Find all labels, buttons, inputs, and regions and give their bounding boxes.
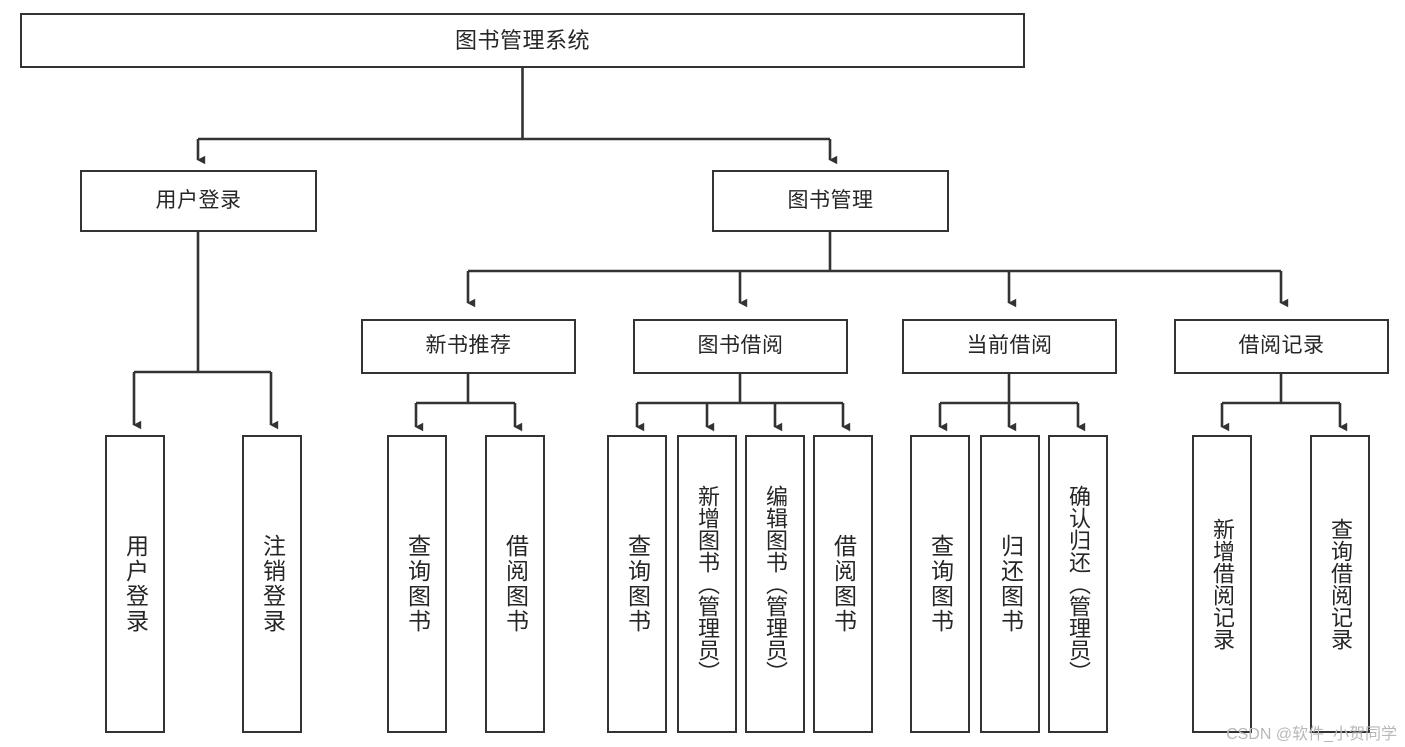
node-book-manage[interactable]: 图书管理	[712, 170, 949, 232]
node-label: 新增借阅记录	[1210, 518, 1235, 650]
node-label: 图书管理	[787, 188, 874, 212]
node-label: 查询图书	[927, 534, 954, 634]
node-label: 查询图书	[624, 534, 651, 634]
node-label: 查询图书	[404, 534, 431, 634]
leaf-query-book-1[interactable]: 查询图书	[387, 435, 447, 733]
node-label: 借阅记录	[1238, 334, 1325, 358]
leaf-query-record[interactable]: 查询借阅记录	[1310, 435, 1370, 733]
leaf-borrow-book-1[interactable]: 借阅图书	[485, 435, 545, 733]
node-label: 确认归还（管理员）	[1066, 485, 1091, 683]
node-root-system[interactable]: 图书管理系统	[20, 13, 1025, 68]
node-label: 图书管理系统	[454, 27, 590, 53]
node-label: 当前借阅	[966, 334, 1053, 358]
node-label: 新书推荐	[425, 334, 512, 358]
leaf-borrow-book-2[interactable]: 借阅图书	[813, 435, 873, 733]
leaf-confirm-return[interactable]: 确认归还（管理员）	[1048, 435, 1108, 733]
leaf-logout-login[interactable]: 注销登录	[242, 435, 302, 733]
leaf-add-book[interactable]: 新增图书（管理员）	[677, 435, 737, 733]
node-label: 图书借阅	[697, 334, 784, 358]
node-label: 查询借阅记录	[1328, 518, 1353, 650]
node-label: 借阅图书	[502, 534, 529, 634]
node-user-login[interactable]: 用户登录	[80, 170, 317, 232]
node-label: 归还图书	[997, 534, 1024, 634]
leaf-return-book[interactable]: 归还图书	[980, 435, 1040, 733]
node-label: 新增图书（管理员）	[695, 485, 720, 683]
leaf-edit-book[interactable]: 编辑图书（管理员）	[745, 435, 805, 733]
csdn-watermark: CSDN @软件_小贺同学	[1226, 726, 1397, 743]
node-label: 编辑图书（管理员）	[763, 485, 788, 683]
leaf-add-record[interactable]: 新增借阅记录	[1192, 435, 1252, 733]
leaf-query-book-3[interactable]: 查询图书	[910, 435, 970, 733]
node-borrow-record[interactable]: 借阅记录	[1174, 319, 1389, 374]
leaf-query-book-2[interactable]: 查询图书	[607, 435, 667, 733]
node-label: 用户登录	[122, 534, 149, 634]
node-book-borrow[interactable]: 图书借阅	[633, 319, 848, 374]
node-label: 借阅图书	[830, 534, 857, 634]
node-label: 注销登录	[259, 534, 286, 634]
leaf-user-login[interactable]: 用户登录	[105, 435, 165, 733]
node-new-book-recommend[interactable]: 新书推荐	[361, 319, 576, 374]
node-current-borrow[interactable]: 当前借阅	[902, 319, 1117, 374]
node-label: 用户登录	[155, 188, 242, 212]
